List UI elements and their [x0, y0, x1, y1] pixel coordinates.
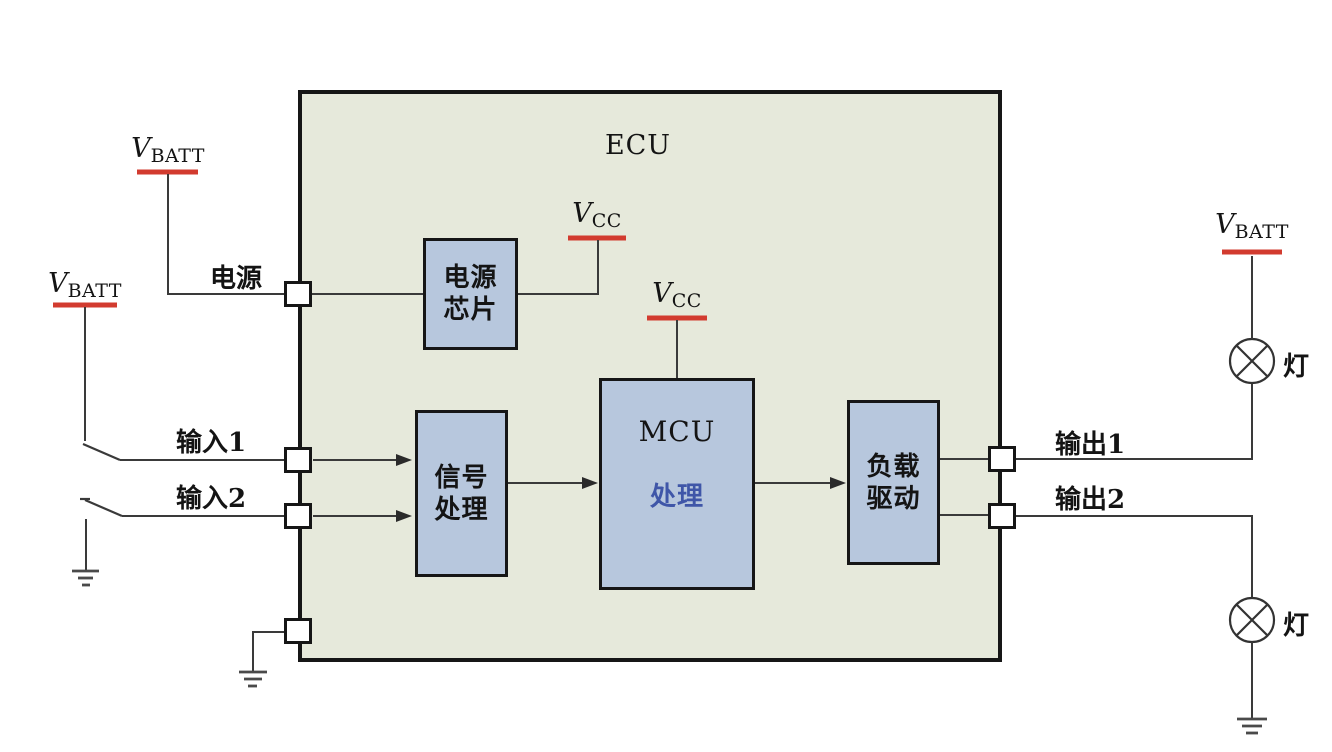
vbatt-label-left: VBATT [25, 268, 145, 302]
vbatt-symbol: V [48, 268, 68, 299]
switch2-blade [84, 498, 123, 518]
load-driver-block: 负载 驱动 [847, 400, 940, 565]
wire-ecu-ground [252, 631, 284, 671]
input2-pin [284, 503, 312, 529]
arrowhead-load [830, 477, 846, 489]
arrowhead-input2 [396, 510, 412, 522]
wire-chip-to-vcc [518, 240, 599, 295]
port-label-power: 电源 [209, 264, 262, 294]
mcu-block: MCU 处理 [599, 378, 755, 590]
vcc-label-powerchip: VCC [547, 198, 647, 232]
wire-output1-to-lamp1 [1016, 384, 1253, 460]
mcu-label: MCU [638, 415, 716, 448]
ground-pin [284, 618, 312, 644]
vcc-symbol: V [572, 198, 592, 229]
vbatt-subscript: BATT [1234, 221, 1289, 243]
vbatt-subscript: BATT [150, 145, 205, 167]
port-label-output2: 输出2 [1054, 485, 1126, 515]
port-label-output1: 输出1 [1054, 430, 1126, 460]
power-pin [284, 281, 312, 307]
vbatt-symbol: V [131, 133, 151, 164]
vbatt-symbol: V [1215, 209, 1235, 240]
lamp2-label: 灯 [1283, 611, 1310, 641]
vcc-subscript: CC [591, 210, 622, 232]
ground-symbol-left [72, 569, 99, 587]
port-label-input1: 输入1 [175, 428, 247, 458]
mcu-processing-label: 处理 [649, 482, 704, 512]
input1-pin [284, 447, 312, 473]
switch1-blade [82, 442, 121, 462]
ground-symbol-ecu [239, 670, 267, 688]
ground-symbol-right [1237, 717, 1267, 735]
lamp1-icon [1228, 337, 1276, 385]
signal-label-line1: 信号 [434, 462, 489, 493]
load-label-line1: 负载 [866, 451, 921, 482]
vbatt-subscript: BATT [67, 280, 122, 302]
wire-vbatt-to-power-pin [167, 174, 284, 295]
arrowhead-input1 [396, 454, 412, 466]
lamp1-cross [1235, 344, 1269, 378]
wire-output2-to-lamp2 [1016, 515, 1253, 598]
port-label-input2: 输入2 [175, 484, 247, 514]
vbatt-label-top-left: VBATT [108, 133, 228, 167]
vcc-symbol: V [652, 278, 672, 309]
ecu-title: ECU [604, 130, 672, 161]
power-chip-label-line2: 芯片 [443, 295, 498, 325]
lamp2-icon [1228, 596, 1276, 644]
output2-pin [988, 503, 1016, 529]
vcc-label-mcu: VCC [627, 278, 727, 312]
arrowhead-mcu [582, 477, 598, 489]
lamp2-cross [1235, 603, 1269, 637]
output1-pin [988, 446, 1016, 472]
power-chip-label-line1: 电源 [443, 263, 498, 293]
signal-label-line2: 处理 [434, 494, 489, 525]
power-chip-block: 电源 芯片 [423, 238, 518, 350]
load-label-line2: 驱动 [866, 483, 921, 514]
vbatt-label-right: VBATT [1192, 209, 1312, 243]
signal-processing-block: 信号 处理 [415, 410, 508, 577]
lamp1-label: 灯 [1283, 352, 1310, 382]
vcc-subscript: CC [671, 290, 702, 312]
